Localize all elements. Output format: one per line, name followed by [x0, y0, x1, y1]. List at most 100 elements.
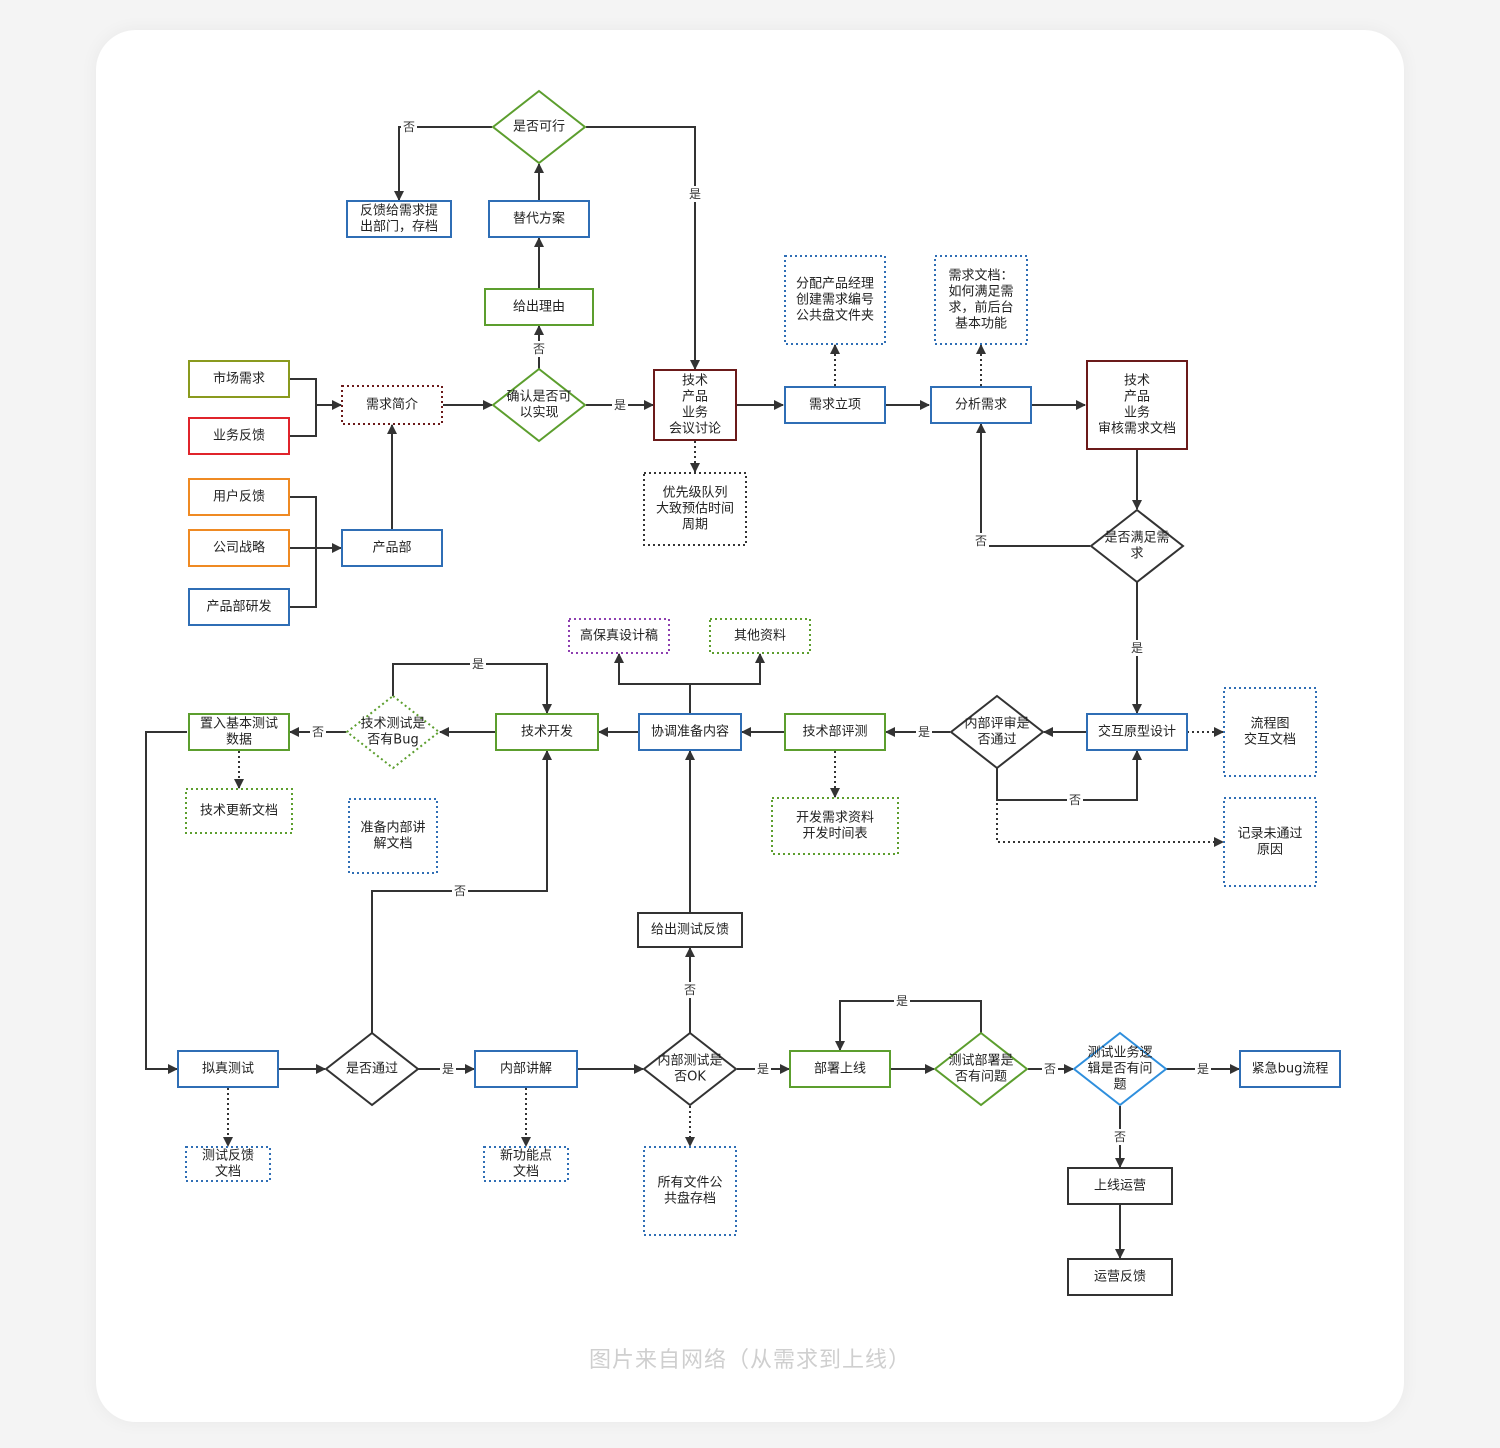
node-label: 交互原型设计 — [1098, 724, 1176, 740]
edge-label-yes: 是 — [614, 398, 626, 412]
node-qitaziliao: 其他资料 — [709, 618, 811, 654]
node-xuqiujianjie: 需求简介 — [341, 385, 443, 425]
edge-label-no: 否 — [312, 725, 324, 739]
connector-1 — [290, 405, 317, 437]
node-label: 基本功能 — [955, 317, 1007, 332]
process-box — [1086, 713, 1188, 751]
edge-label-yes: 是 — [442, 1062, 454, 1076]
node-label: 产品部研发 — [206, 599, 271, 615]
node-label: 原因 — [1257, 843, 1283, 858]
node-label: 是否通过 — [346, 1062, 398, 1077]
decision-diamond — [642, 1031, 738, 1107]
process-box — [188, 360, 290, 398]
connector-11 — [586, 126, 700, 370]
node-label: 开发需求资料 — [796, 810, 874, 826]
edge-label-bg — [612, 397, 628, 413]
node-label: 测试部署是 — [948, 1054, 1013, 1069]
process-box — [771, 797, 899, 855]
node-label: 需求文档： — [948, 269, 1013, 284]
edge-label-yes: 是 — [472, 657, 484, 671]
connector-47 — [835, 1000, 982, 1051]
process-box — [638, 713, 742, 751]
node-gongsizhanlue: 公司战略 — [188, 529, 290, 567]
node-gaobaozhen: 高保真设计稿 — [568, 618, 670, 654]
edge-label-bg — [310, 724, 326, 740]
node-label: 反馈给需求提 — [360, 203, 438, 219]
edge-label-no: 否 — [454, 884, 466, 898]
node-xietiao: 协调准备内容 — [638, 713, 742, 751]
node-label: 技术 — [682, 374, 708, 389]
edge-label-bg — [1195, 1061, 1211, 1077]
node-label: 测试反馈 — [202, 1149, 254, 1164]
process-box — [177, 1050, 279, 1088]
edge-label-yes: 是 — [1197, 1062, 1209, 1076]
node-geichuceshi: 给出测试反馈 — [637, 912, 743, 948]
node-label: 替代方案 — [513, 211, 565, 227]
edge-label-bg — [894, 993, 910, 1009]
node-shichang: 市场需求 — [188, 360, 290, 398]
process-box — [188, 529, 290, 567]
node-label: 产品部 — [372, 541, 411, 556]
node-label: 需求简介 — [366, 397, 418, 413]
node-label: 运营反馈 — [1094, 1270, 1146, 1285]
connector-35 — [145, 731, 187, 1074]
connector-10 — [394, 126, 492, 201]
edge-label-bg — [1067, 792, 1083, 808]
process-box — [1086, 360, 1188, 450]
node-label: 审核需求文档 — [1098, 422, 1176, 437]
connector-28 — [614, 653, 691, 713]
process-box — [930, 386, 1032, 424]
process-box — [483, 1146, 569, 1182]
process-box — [188, 713, 290, 751]
decision-diamond — [491, 89, 587, 165]
node-label: 以实现 — [519, 406, 558, 421]
process-box — [789, 1050, 891, 1088]
edge-label-bg — [1112, 1129, 1128, 1145]
node-label: 公司战略 — [213, 540, 265, 556]
node-label: 业务反馈 — [213, 428, 265, 444]
node-label: 新功能点 — [500, 1148, 552, 1164]
node-label: 否OK — [674, 1070, 706, 1085]
node-label: 文档 — [215, 1165, 241, 1180]
node-label: 技术开发 — [521, 724, 573, 740]
node-label: 技术更新文档 — [200, 803, 278, 819]
node-label: 产品 — [682, 390, 708, 405]
node-shifoutongguo: 是否通过 — [324, 1031, 420, 1107]
edge-label-no: 否 — [403, 120, 415, 134]
process-box — [784, 255, 886, 345]
node-label: 所有文件公 — [657, 1176, 722, 1191]
process-box — [188, 417, 290, 455]
node-label: 技术 — [1124, 374, 1150, 389]
node-label: 拟真测试 — [202, 1062, 254, 1077]
node-label: 开发时间表 — [802, 826, 867, 842]
node-label: 共盘存档 — [664, 1191, 716, 1207]
node-label: 否有问题 — [955, 1070, 1007, 1085]
connector-0 — [290, 378, 342, 410]
node-label: 会议讨论 — [669, 422, 721, 437]
node-label: 否有Bug — [367, 733, 418, 748]
edge-label-no: 否 — [1114, 1130, 1126, 1144]
node-label: 上线运营 — [1094, 1179, 1146, 1194]
process-box — [1067, 1167, 1173, 1205]
node-label: 置入基本测试 — [200, 717, 278, 732]
node-label: 分析需求 — [955, 398, 1007, 413]
process-box — [568, 618, 670, 654]
node-jishukaifa: 技术开发 — [495, 713, 599, 751]
process-box — [643, 472, 747, 546]
node-xuqiulixiang: 需求立项 — [784, 386, 886, 424]
process-box — [709, 618, 811, 654]
node-label: 数据 — [226, 733, 252, 748]
node-label: 产品 — [1124, 390, 1150, 405]
node-chanpinbuyanfa: 产品部研发 — [188, 588, 290, 626]
